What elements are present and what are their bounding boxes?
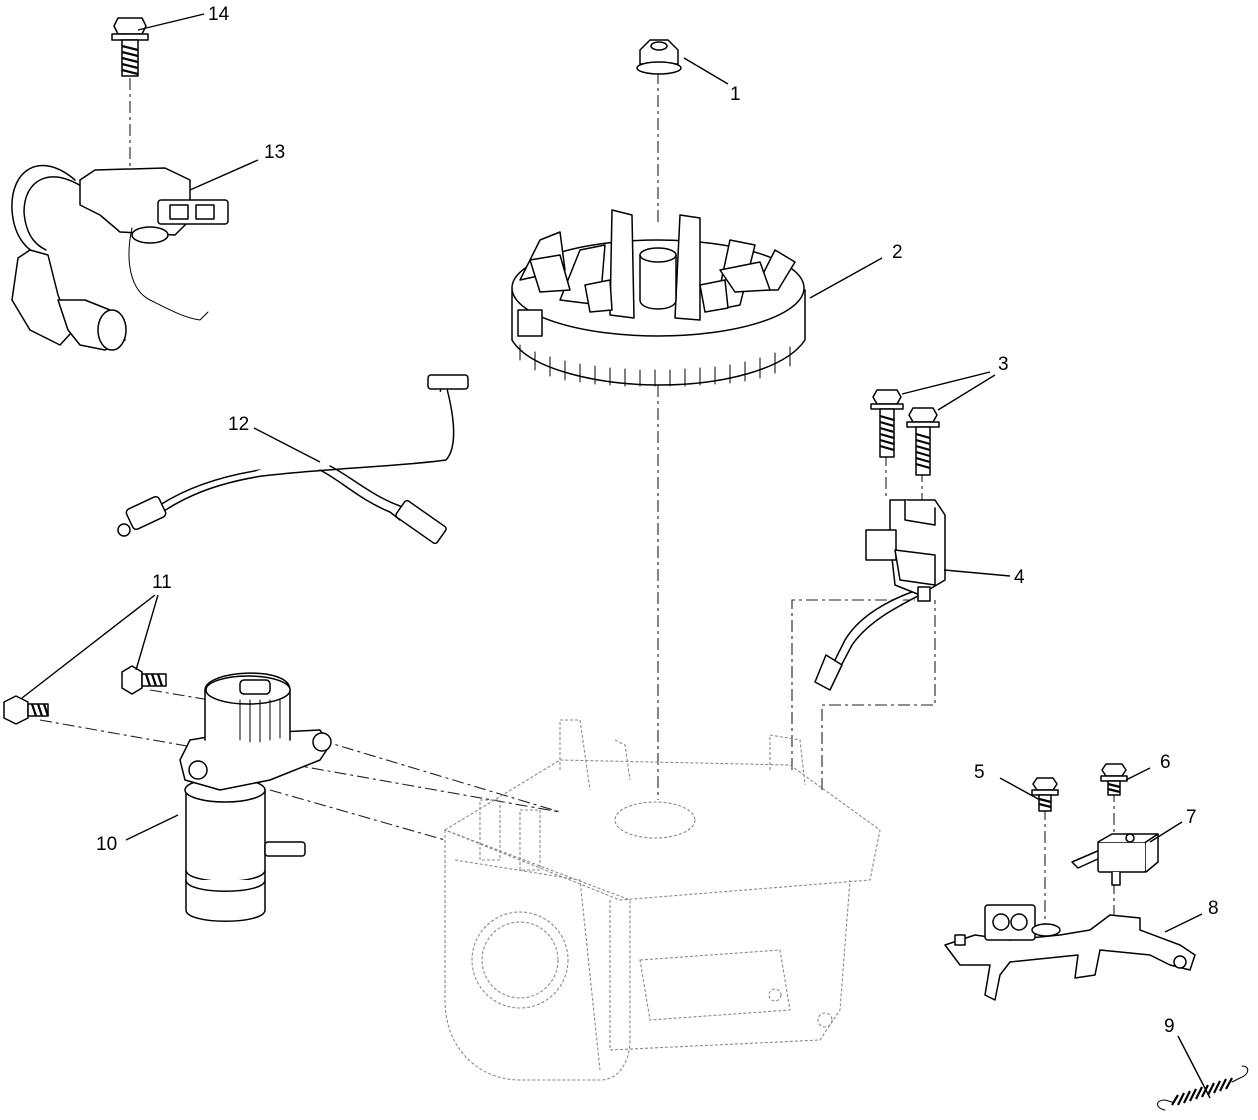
spring-9 [1157, 1065, 1249, 1111]
flange-nut-1 [636, 39, 682, 75]
ignition-coil-13 [11, 164, 229, 351]
flywheel-2 [511, 209, 806, 387]
engine-block-phantom [443, 719, 881, 1081]
callout-11: 11 [152, 572, 172, 593]
bolts-3 [870, 389, 940, 476]
bracket-8 [944, 904, 1196, 1001]
bolt-14 [111, 17, 149, 77]
wire-harness-12 [117, 374, 469, 545]
callout-9: 9 [1164, 1016, 1175, 1037]
bolt-6 [1100, 763, 1128, 796]
callout-8: 8 [1208, 898, 1219, 919]
callout-labels: 1 2 3 4 5 6 7 8 9 10 11 12 13 14 [96, 4, 1219, 1037]
callout-14: 14 [208, 4, 230, 25]
callout-10: 10 [96, 834, 117, 855]
callout-3: 3 [998, 354, 1009, 375]
callout-1: 1 [730, 84, 741, 105]
callout-4: 4 [1014, 567, 1025, 588]
switch-7 [1071, 833, 1159, 886]
charging-coil-4 [814, 499, 946, 691]
bolt-5 [1031, 777, 1059, 812]
callout-7: 7 [1186, 807, 1197, 828]
starter-motor-10 [179, 672, 332, 922]
callout-leaders [21, 13, 1211, 1099]
callout-13: 13 [264, 142, 285, 163]
callout-12: 12 [228, 414, 249, 435]
bolts-11 [3, 665, 167, 725]
callout-2: 2 [892, 242, 903, 263]
callout-5: 5 [974, 762, 985, 783]
callout-6: 6 [1160, 752, 1171, 773]
